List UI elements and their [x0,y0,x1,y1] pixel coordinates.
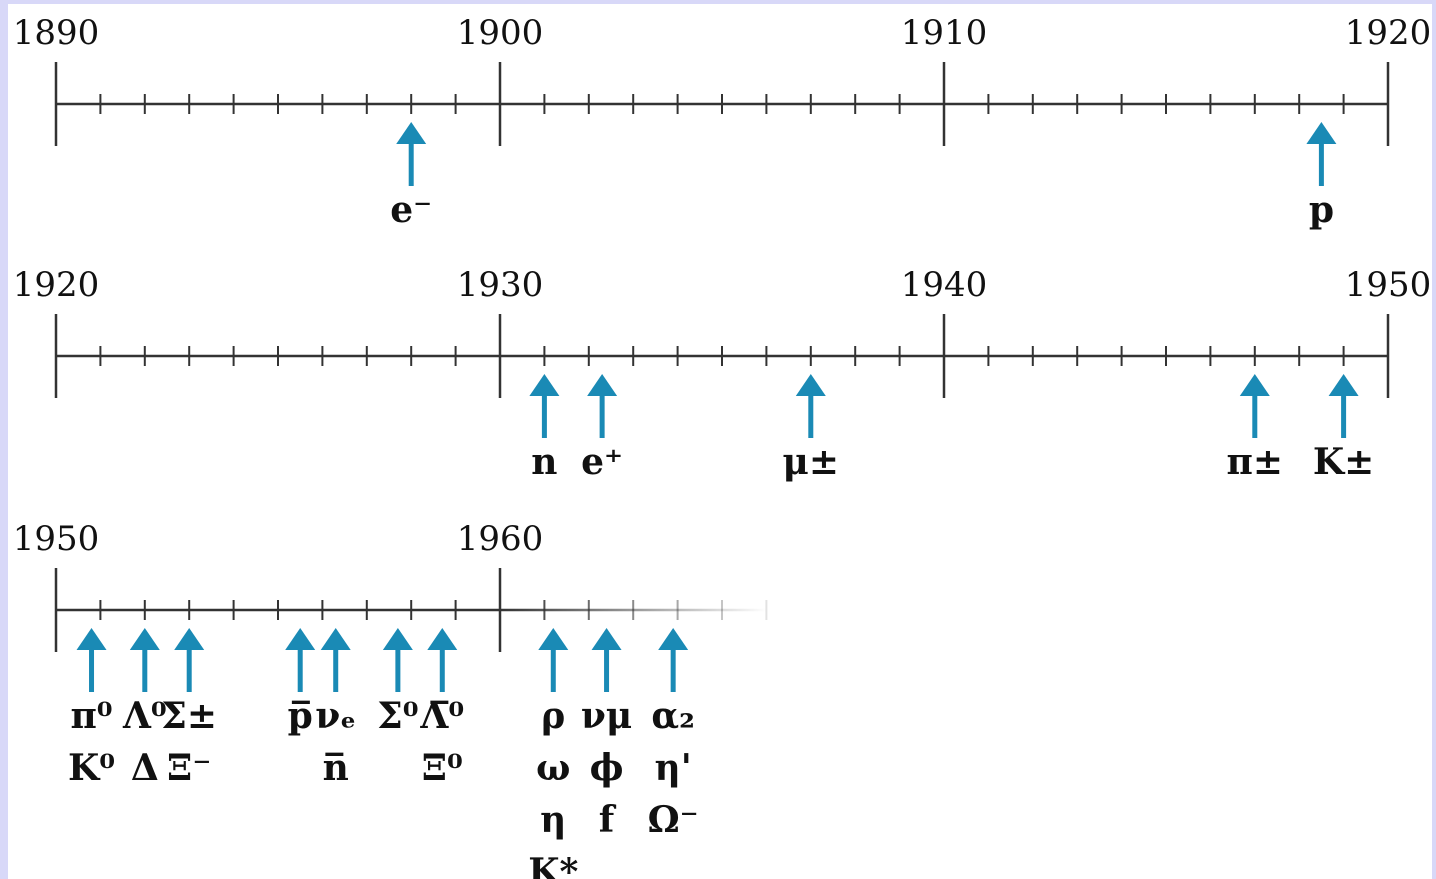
particle-label: K* [528,851,578,879]
discovery-arrow-head [1239,374,1270,396]
year-label: 1950 [13,519,100,559]
particle-label: Σ⁰ [377,695,418,737]
particle-label: η' [655,747,692,789]
discovery-arrow-head [591,628,622,650]
year-label: 1950 [1345,265,1432,305]
discovery-arrow-head [76,628,107,650]
particle-label: K⁰ [68,747,115,789]
particle-label: ϕ [590,747,624,789]
particle-label: ω [536,747,570,789]
discovery-arrow-head [529,374,560,396]
year-label: 1910 [901,13,988,53]
particle-label: f [599,799,617,841]
discovery-arrow-head [427,628,458,650]
particle-label: Ω⁻ [648,799,699,841]
particle-label: νₑ [315,695,356,737]
year-label: 1960 [457,519,544,559]
discovery-arrow-head [129,628,160,650]
particle-label: π± [1227,441,1284,483]
discovery-arrow-head [587,374,618,396]
particle-label: Σ± [161,695,217,737]
discovery-arrow-head [396,122,427,144]
timeline-diagram: 1890 1900 1910 1920 e⁻ p 1920 1930 1940 1950 n e⁺ μ±… [13,13,1432,879]
particle-label: α₂ [651,695,694,737]
particle-label: p [1309,189,1334,231]
year-label: 1900 [457,13,544,53]
particle-label: e⁻ [390,189,432,231]
year-label: 1920 [13,265,100,305]
particle-label: Δ [131,747,159,789]
year-label: 1940 [901,265,988,305]
year-label: 1930 [457,265,544,305]
particle-label: K± [1313,441,1374,483]
discovery-arrow-head [1306,122,1337,144]
discovery-arrow-head [658,628,689,650]
particle-label: μ± [783,441,840,483]
year-label: 1920 [1345,13,1432,53]
particle-discovery-timeline: 1890 1900 1910 1920 e⁻ p 1920 1930 1940 1950 n e⁺ μ±… [8,4,1432,879]
particle-label: n [531,441,557,483]
particle-label: Λ̅⁰ [419,695,464,737]
particle-label: Ξ⁻ [167,747,211,789]
particle-label: η [540,799,566,841]
particle-label: νμ [581,695,632,737]
particle-label: n̅ [323,747,349,789]
particle-label: ρ [541,695,565,737]
year-label: 1890 [13,13,100,53]
discovery-arrow-head [795,374,826,396]
particle-label: p̅ [288,695,313,737]
discovery-arrow-head [285,628,316,650]
particle-label: Λ⁰ [122,695,167,737]
particle-label: π⁰ [70,695,112,737]
particle-label: Ξ⁰ [422,747,463,789]
discovery-arrow-head [320,628,351,650]
discovery-arrow-head [538,628,569,650]
particle-label: e⁺ [581,441,623,483]
discovery-arrow-head [382,628,413,650]
discovery-arrow-head [174,628,205,650]
discovery-arrow-head [1328,374,1359,396]
